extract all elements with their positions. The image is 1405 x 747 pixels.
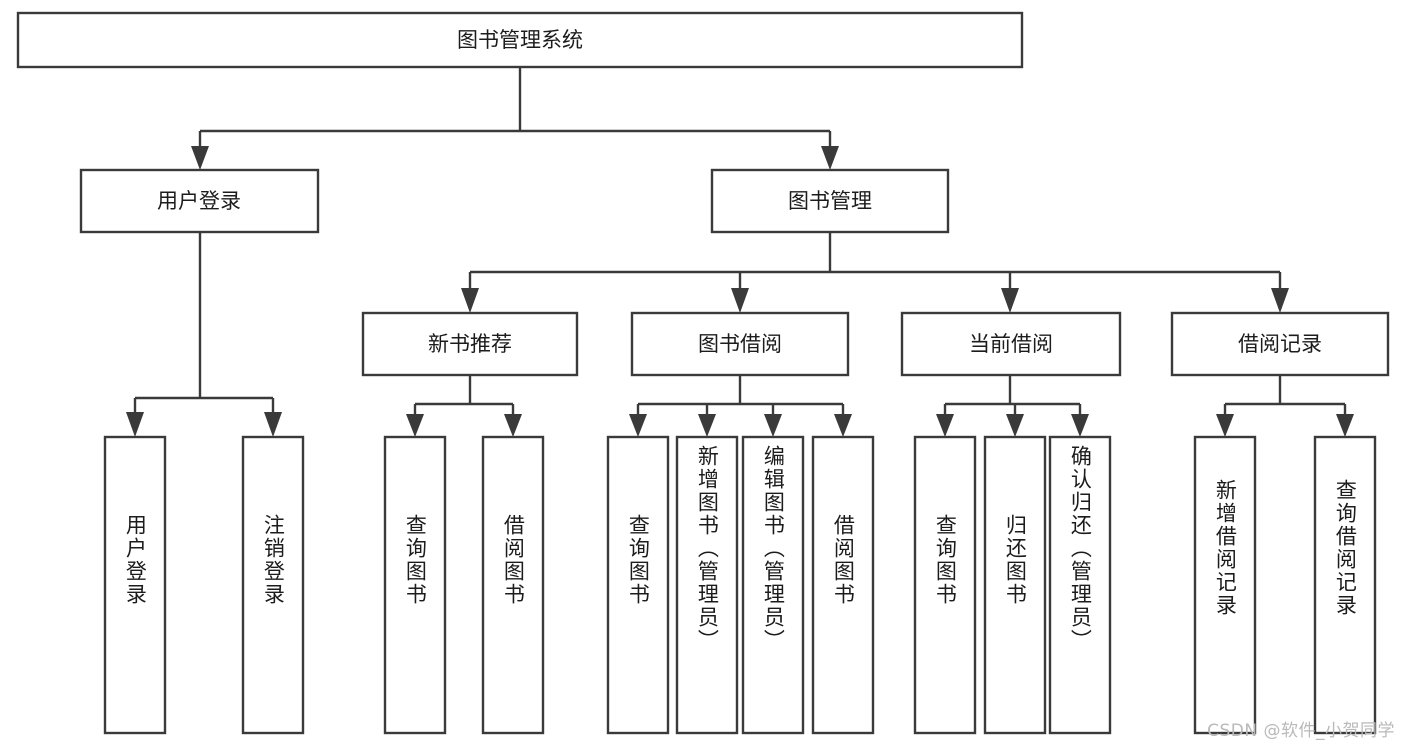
node-label-borrow-record: 借阅记录 [1238, 332, 1322, 356]
node-label-book-borrow: 图书借阅 [698, 332, 782, 356]
node-box-leaf-user-logout[interactable] [241, 435, 305, 735]
node-label-user-login: 用户登录 [157, 189, 241, 213]
leaf-label-wrap-query-book-1: 查询图书 [385, 437, 445, 733]
node-box-leaf-borrow-book-1[interactable] [481, 435, 545, 735]
arrow-leaf-add-book-icon [698, 414, 716, 437]
node-box-leaf-confirm-return[interactable] [1048, 435, 1112, 735]
edges-user-login-to-leaves [126, 232, 282, 437]
node-box-root[interactable] [16, 11, 1024, 69]
node-label-root: 图书管理系统 [457, 28, 583, 52]
edges-current-borrow-to-leaves [936, 375, 1089, 437]
leaf-label-wrap-add-book: 新增图书（管理员） [677, 437, 737, 733]
leaf-label-query-book-2: 查询图书 [626, 514, 651, 606]
arrow-leaf-user-logout-icon [264, 412, 282, 437]
arrow-user-login-icon [191, 146, 209, 170]
leaf-label-confirm-return: 确认归还（管理员） [1068, 445, 1093, 652]
node-box-leaf-add-book[interactable] [675, 435, 739, 735]
node-label-current-borrow: 当前借阅 [969, 332, 1053, 356]
node-box-leaf-edit-book[interactable] [741, 435, 805, 735]
node-box-current-borrow[interactable] [900, 311, 1122, 377]
node-box-new-book-recommend[interactable] [361, 311, 579, 377]
arrow-leaf-query-record-icon [1336, 414, 1354, 437]
leaf-label-wrap-user-logout: 注销登录 [243, 437, 303, 733]
arrow-book-manage-icon [821, 146, 839, 170]
node-box-leaf-add-record[interactable] [1193, 435, 1257, 735]
edges-borrow-record-to-leaves [1216, 375, 1354, 437]
arrow-leaf-borrow-book-1-icon [504, 414, 522, 437]
arrow-leaf-query-book-1-icon [406, 414, 424, 437]
edges-new-book-recommend-to-leaves [406, 375, 522, 437]
leaf-label-user-logout: 注销登录 [261, 514, 286, 606]
node-box-leaf-query-book-3[interactable] [913, 435, 977, 735]
node-label-book-manage: 图书管理 [788, 189, 872, 213]
node-box-leaf-user-login[interactable] [103, 435, 167, 735]
node-label-new-book-recommend: 新书推荐 [428, 332, 512, 356]
arrow-new-book-recommend-icon [461, 288, 479, 313]
leaf-label-add-book: 新增图书（管理员） [695, 445, 720, 652]
edges-book-manage-to-level3 [461, 232, 1289, 313]
leaf-label-wrap-return-book: 归还图书 [985, 437, 1045, 733]
arrow-leaf-query-book-3-icon [936, 414, 954, 437]
leaf-label-wrap-query-book-2: 查询图书 [608, 437, 668, 733]
leaf-label-wrap-borrow-book-1: 借阅图书 [483, 437, 543, 733]
leaf-label-wrap-borrow-book-2: 借阅图书 [813, 437, 873, 733]
leaf-label-wrap-edit-book: 编辑图书（管理员） [743, 437, 803, 733]
leaf-label-return-book: 归还图书 [1003, 514, 1028, 606]
leaf-label-user-login: 用户登录 [123, 514, 148, 606]
node-box-leaf-query-record[interactable] [1313, 435, 1377, 735]
arrow-borrow-record-icon [1271, 288, 1289, 313]
leaf-label-wrap-query-record: 查询借阅记录 [1315, 437, 1375, 733]
leaf-label-edit-book: 编辑图书（管理员） [761, 445, 786, 652]
leaf-label-query-book-1: 查询图书 [403, 514, 428, 606]
edges-root-to-level2 [191, 67, 839, 170]
arrow-leaf-return-book-icon [1006, 414, 1024, 437]
node-box-leaf-query-book-1[interactable] [383, 435, 447, 735]
leaf-label-borrow-book-1: 借阅图书 [501, 514, 526, 606]
node-box-leaf-return-book[interactable] [983, 435, 1047, 735]
leaf-label-wrap-query-book-3: 查询图书 [915, 437, 975, 733]
leaf-label-borrow-book-2: 借阅图书 [831, 514, 856, 606]
leaf-label-wrap-add-record: 新增借阅记录 [1195, 437, 1255, 733]
leaf-label-query-record: 查询借阅记录 [1333, 479, 1358, 617]
arrow-current-borrow-icon [1001, 288, 1019, 313]
arrow-leaf-confirm-return-icon [1071, 414, 1089, 437]
csdn-watermark: CSDN @软件_小贺同学 [1207, 721, 1395, 741]
node-box-book-manage[interactable] [710, 168, 950, 234]
leaf-label-query-book-3: 查询图书 [933, 514, 958, 606]
leaf-label-add-record: 新增借阅记录 [1213, 479, 1238, 617]
arrow-book-borrow-icon [731, 288, 749, 313]
leaf-label-wrap-user-login: 用户登录 [105, 437, 165, 733]
leaf-label-wrap-confirm-return: 确认归还（管理员） [1050, 437, 1110, 733]
node-box-leaf-borrow-book-2[interactable] [811, 435, 875, 735]
node-box-book-borrow[interactable] [630, 311, 850, 377]
node-box-borrow-record[interactable] [1170, 311, 1390, 377]
arrow-leaf-user-login-icon [126, 412, 144, 437]
arrow-leaf-borrow-book-2-icon [834, 414, 852, 437]
node-box-leaf-query-book-2[interactable] [606, 435, 670, 735]
arrow-leaf-query-book-2-icon [629, 414, 647, 437]
arrow-leaf-add-record-icon [1216, 414, 1234, 437]
arrow-leaf-edit-book-icon [764, 414, 782, 437]
node-box-user-login[interactable] [79, 168, 320, 234]
edges-book-borrow-to-leaves [629, 375, 852, 437]
